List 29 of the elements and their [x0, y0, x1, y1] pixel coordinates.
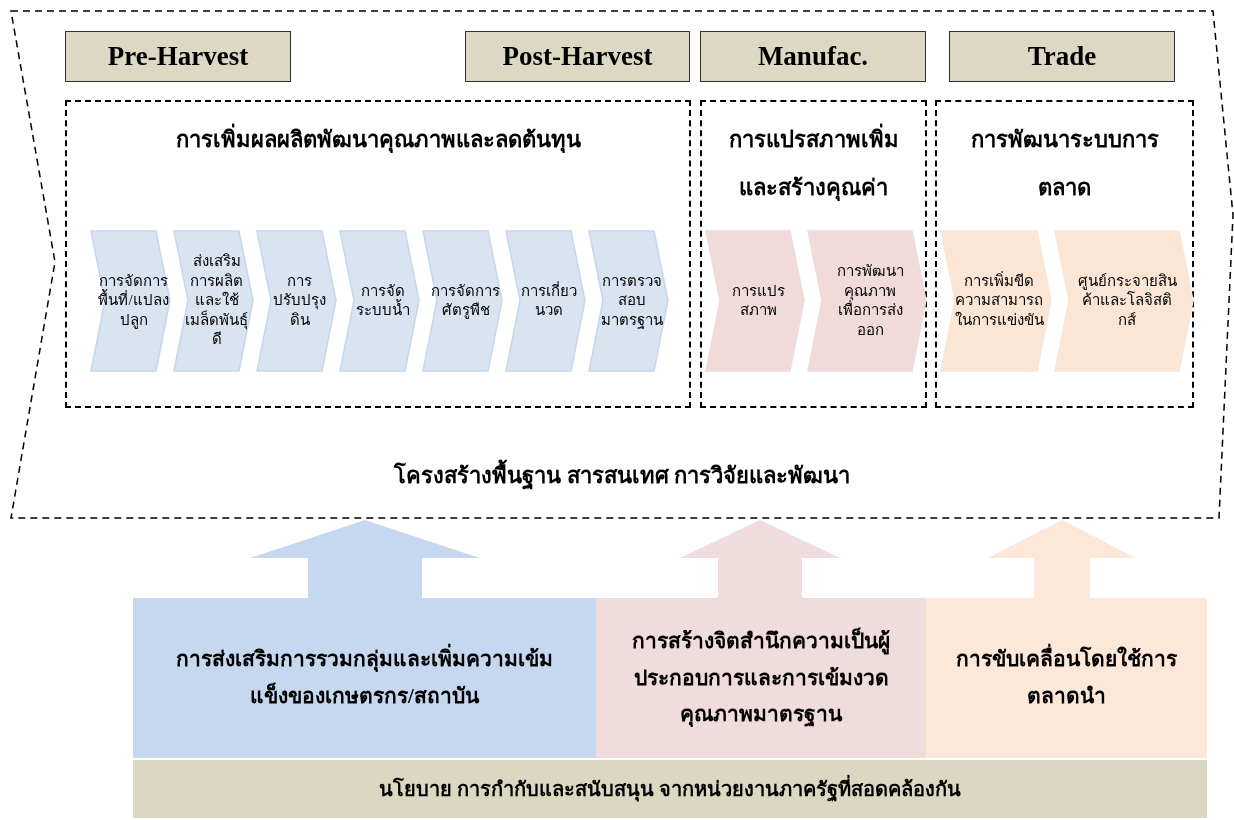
stage-header: Manufac.: [700, 31, 926, 82]
chevron-step: ส่งเสริมการผลิตและใช้เมล็ดพันธุ์ดี: [173, 230, 254, 372]
stage-header: Trade: [949, 31, 1175, 82]
box-heading: การแปรสภาพเพิ่มและสร้างคุณค่า: [718, 116, 909, 212]
chevron-step: การจัดการพื้นที่/แปลงปลูก: [90, 230, 171, 372]
block-arrow: [988, 520, 1136, 599]
chevron-step: การตรวจสอบมาตรฐาน: [588, 230, 669, 372]
chevron-step: ศูนย์กระจายสินค้าและโลจิสติกส์: [1054, 230, 1194, 372]
stage-header: Pre-Harvest: [65, 31, 291, 82]
chevron-step: การแปรสภาพ: [705, 230, 805, 372]
chevron-step: การปรับปรุงดิน: [256, 230, 337, 372]
stage-header: Post-Harvest: [465, 31, 690, 82]
dashed-box: [65, 100, 691, 408]
policy-bar: นโยบาย การกำกับและสนับสนุน จากหน่วยงานภาครัฐที่สอดคล้องกัน: [133, 760, 1207, 818]
chevron-step: การจัดการศัตรูพืช: [422, 230, 503, 372]
chevron-step: การเกี่ยวนวด: [505, 230, 586, 372]
block-arrow: [680, 520, 840, 599]
dashed-box: [700, 100, 927, 408]
chevron-step: การเพิ่มขีดความสามารถในการแข่งขัน: [940, 230, 1052, 372]
box-heading: การเพิ่มผลผลิตพัฒนาคุณภาพและลดต้นทุน: [128, 116, 628, 164]
pillar-box: การสร้างจิตสำนึกความเป็นผู้ประกอบการและการเข้มงวดคุณภาพมาตรฐาน: [596, 598, 926, 758]
pillar-box: การขับเคลื่อนโดยใช้การตลาดนำ: [926, 598, 1207, 758]
chevron-step: การพัฒนาคุณภาพเพื่อการส่งออก: [807, 230, 927, 372]
pillar-box: การส่งเสริมการรวมกลุ่มและเพิ่มความเข้มแข็งของเกษตรกร/สถาบัน: [133, 598, 596, 758]
dashed-box: [935, 100, 1194, 408]
chevron-step: การจัดระบบน้ำ: [339, 230, 420, 372]
band-label: โครงสร้างพื้นฐาน สารสนเทศ การวิจัยและพัฒนา: [394, 458, 850, 493]
block-arrow: [250, 520, 480, 599]
box-heading: การพัฒนาระบบการตลาด: [969, 126, 1160, 202]
